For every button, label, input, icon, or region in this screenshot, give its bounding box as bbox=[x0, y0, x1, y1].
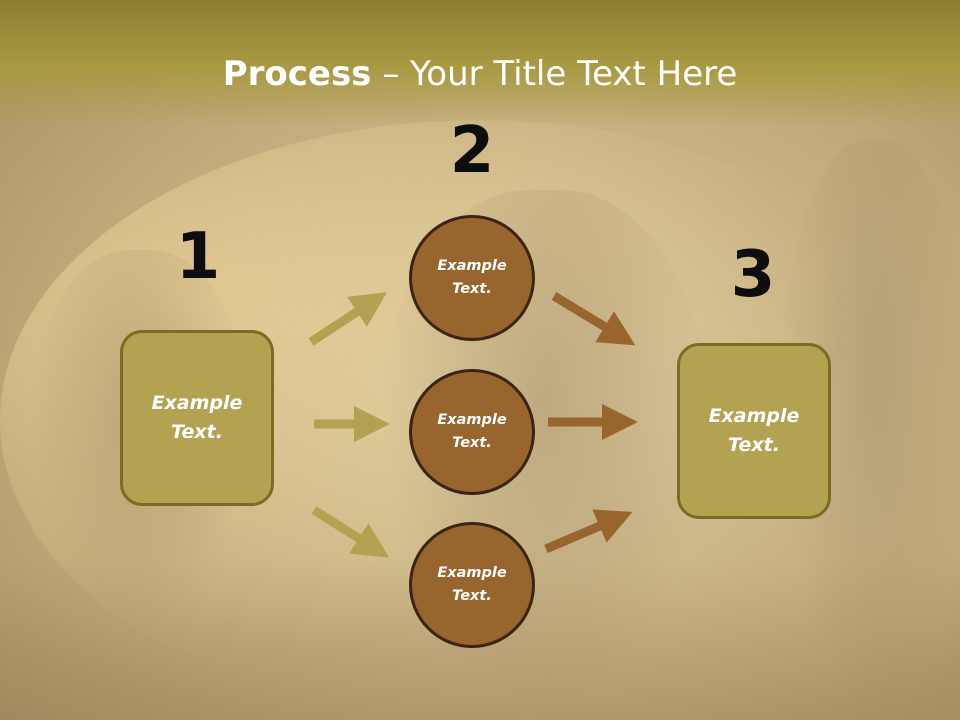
arrow-from-circle-3 bbox=[544, 509, 633, 554]
right-box-text: Example Text. bbox=[708, 405, 800, 456]
title-bold: Process bbox=[222, 54, 372, 94]
circle-1: Example Text. bbox=[409, 215, 535, 341]
left-box-text: Example Text. bbox=[151, 392, 243, 443]
circle-1-text: Example Text. bbox=[437, 258, 507, 297]
circle-2-text: Example Text. bbox=[437, 412, 507, 451]
slide-title: Process – Your Title Text Here bbox=[0, 52, 960, 96]
right-box: Example Text. bbox=[677, 343, 831, 519]
arrow-to-circle-3 bbox=[311, 506, 390, 558]
circle-2: Example Text. bbox=[409, 369, 535, 495]
step-number-1: 1 bbox=[175, 220, 221, 294]
title-rest: – Your Title Text Here bbox=[371, 54, 738, 94]
circle-3: Example Text. bbox=[409, 522, 535, 648]
arrow-to-circle-1 bbox=[308, 292, 388, 346]
title-band bbox=[0, 0, 960, 125]
arrow-from-circle-1 bbox=[551, 292, 636, 346]
circle-3-text: Example Text. bbox=[437, 565, 507, 604]
step-number-3: 3 bbox=[730, 238, 776, 312]
left-box: Example Text. bbox=[120, 330, 274, 506]
step-number-2: 2 bbox=[449, 114, 495, 188]
